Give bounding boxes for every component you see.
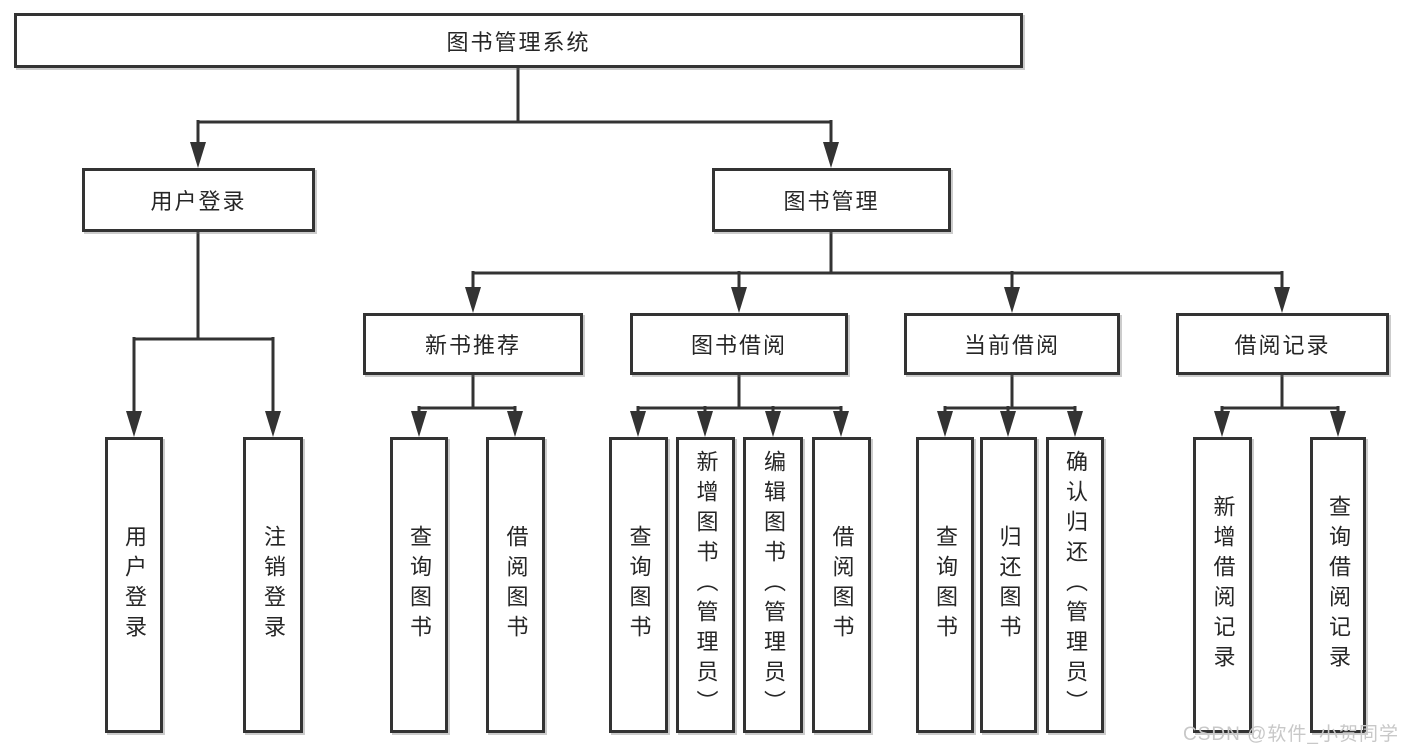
leaf-query-borrow-record: 查询借阅记录 (1310, 437, 1366, 733)
leaf-logout: 注销登录 (243, 437, 303, 733)
leaf-add-borrow-record: 新增借阅记录 (1193, 437, 1252, 733)
leaf-user-login: 用户登录 (105, 437, 163, 733)
node-book-borrowing: 图书借阅 (630, 313, 848, 375)
node-book-management-system: 图书管理系统 (14, 13, 1023, 68)
leaf-borrow-books-borrowing: 借阅图书 (812, 437, 871, 733)
leaf-edit-book-admin: 编辑图书（管理员） (743, 437, 803, 733)
leaf-add-book-admin: 新增图书（管理员） (676, 437, 735, 733)
node-user-login: 用户登录 (82, 168, 315, 232)
leaf-borrow-books-recommend: 借阅图书 (486, 437, 545, 733)
node-new-book-recommendation: 新书推荐 (363, 313, 583, 375)
arrowheads (126, 142, 1346, 437)
node-current-borrowing: 当前借阅 (904, 313, 1120, 375)
leaf-query-books-recommend: 查询图书 (390, 437, 448, 733)
leaf-confirm-return-admin: 确认归还（管理员） (1046, 437, 1104, 733)
node-book-management: 图书管理 (712, 168, 951, 232)
csdn-watermark: CSDN @软件_小贺同学 (1183, 724, 1399, 745)
node-borrowing-records: 借阅记录 (1176, 313, 1389, 375)
leaf-return-books: 归还图书 (980, 437, 1037, 733)
leaf-query-books-current: 查询图书 (916, 437, 974, 733)
leaf-query-books-borrowing: 查询图书 (609, 437, 668, 733)
